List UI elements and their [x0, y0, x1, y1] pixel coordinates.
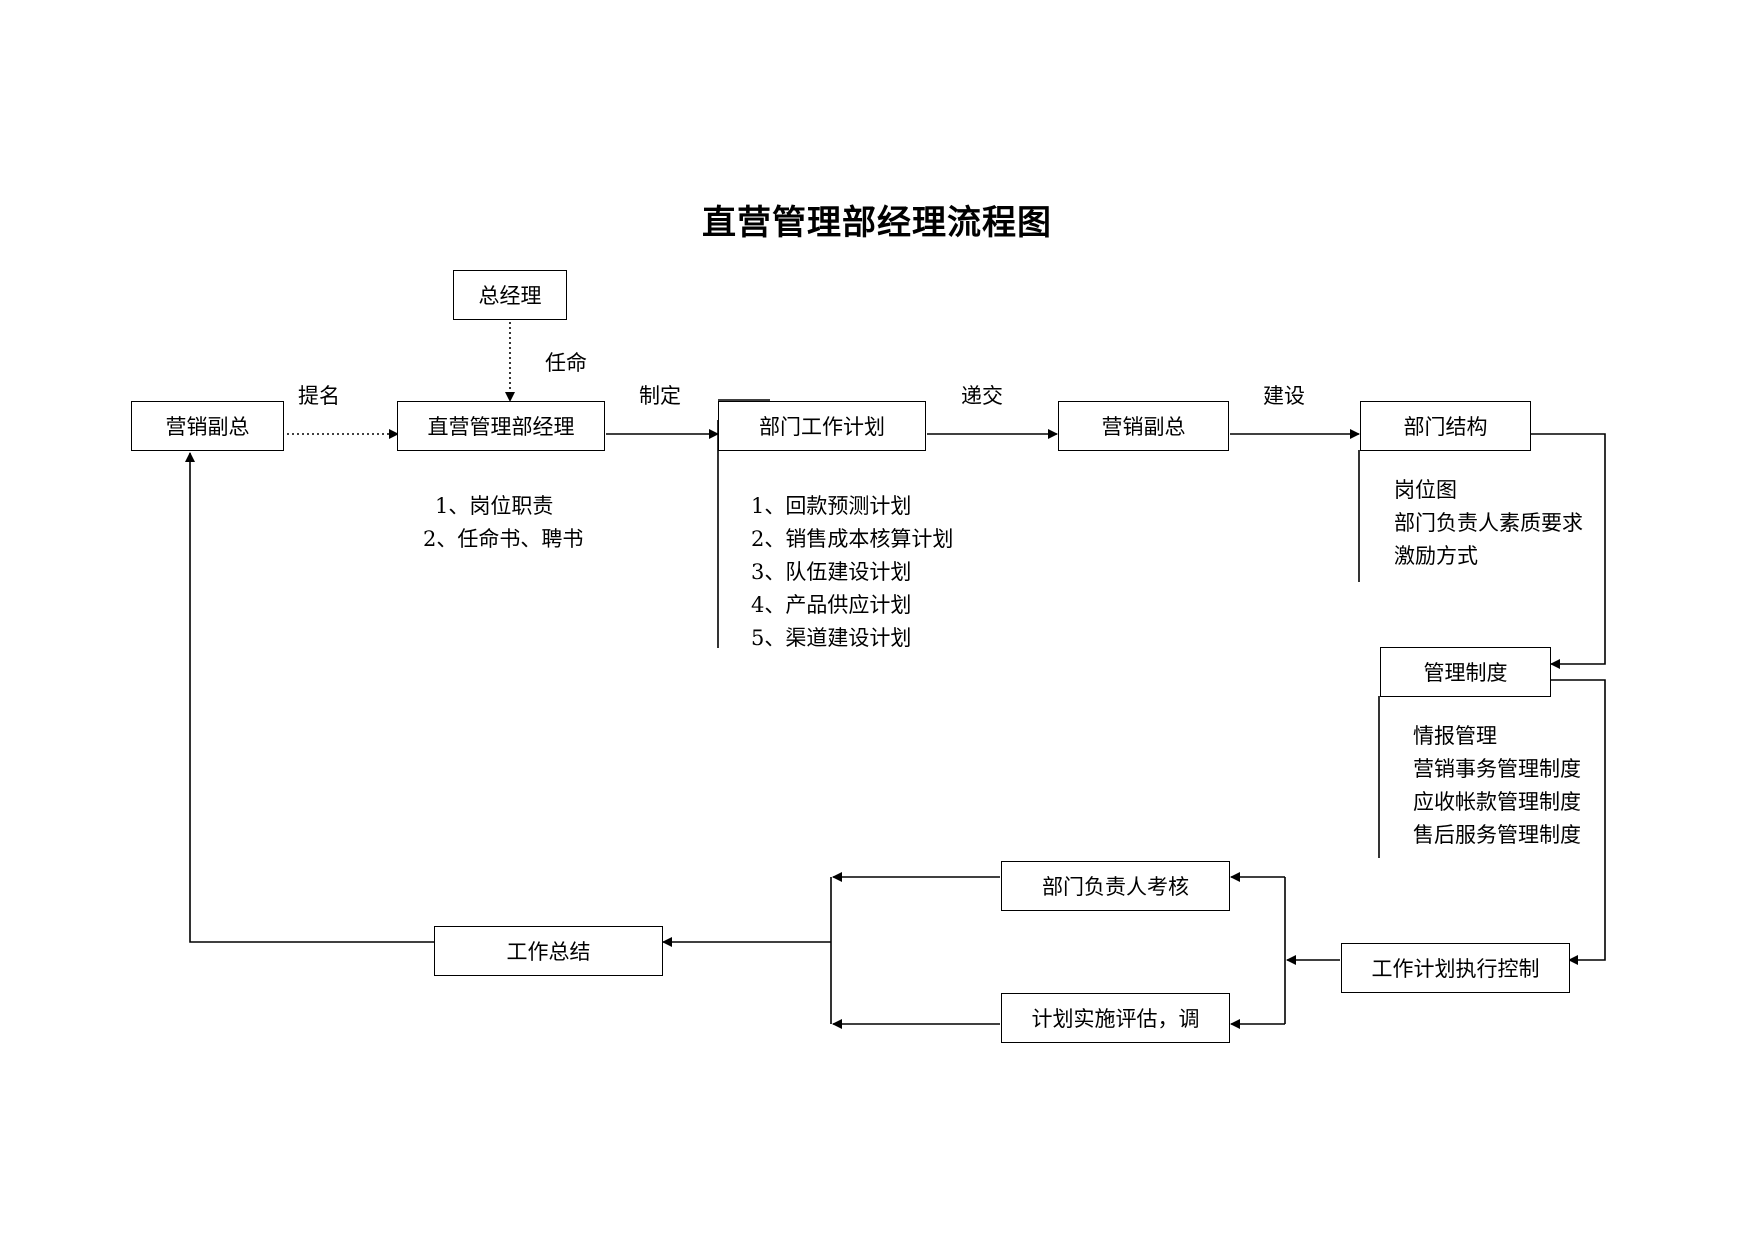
note-item: 1、回款预测计划 — [751, 494, 912, 518]
label-build: 建设 — [1263, 384, 1305, 408]
notes-direct-manager: 1、岗位职责 2、任命书、聘书 — [423, 490, 583, 556]
note-item: 岗位图 — [1394, 478, 1457, 502]
note-item: 3、队伍建设计划 — [751, 560, 912, 584]
edge-summary-to-vp — [185, 452, 434, 943]
note-item: 1、岗位职责 — [435, 494, 554, 518]
notes-work-plan: 1、回款预测计划 2、销售成本核算计划 3、队伍建设计划 4、产品供应计划 5、… — [751, 490, 953, 655]
node-work-plan: 部门工作计划 — [718, 401, 926, 451]
note-item: 应收帐款管理制度 — [1413, 790, 1581, 814]
note-item: 2、销售成本核算计划 — [751, 527, 954, 551]
label-formulate: 制定 — [639, 384, 681, 408]
label-appoint: 任命 — [545, 351, 587, 375]
page-title: 直营管理部经理流程图 — [702, 203, 1052, 243]
notes-dept-structure: 岗位图 部门负责人素质要求 激励方式 — [1394, 474, 1583, 573]
node-dept-structure: 部门结构 — [1360, 401, 1531, 451]
node-mgmt-system: 管理制度 — [1380, 647, 1551, 697]
note-item: 部门负责人素质要求 — [1394, 511, 1583, 535]
label-nominate: 提名 — [298, 384, 340, 408]
note-item: 2、任命书、聘书 — [423, 527, 584, 551]
edge-structure-to-system — [1530, 433, 1606, 669]
note-item: 售后服务管理制度 — [1413, 823, 1581, 847]
note-item: 营销事务管理制度 — [1413, 757, 1581, 781]
node-direct-manager: 直营管理部经理 — [397, 401, 605, 451]
node-general-manager: 总经理 — [453, 270, 567, 320]
node-vp-marketing-left: 营销副总 — [131, 401, 284, 451]
edge-system-to-exec — [1550, 679, 1606, 965]
node-work-summary: 工作总结 — [434, 926, 663, 976]
notes-mgmt-system: 情报管理 营销事务管理制度 应收帐款管理制度 售后服务管理制度 — [1413, 720, 1581, 852]
label-submit: 递交 — [961, 384, 1003, 408]
note-item: 4、产品供应计划 — [751, 593, 912, 617]
node-plan-evaluation: 计划实施评估，调 — [1001, 993, 1230, 1043]
node-head-assessment: 部门负责人考核 — [1001, 861, 1230, 911]
note-item: 情报管理 — [1413, 724, 1497, 748]
node-vp-marketing-mid: 营销副总 — [1058, 401, 1229, 451]
node-plan-exec-control: 工作计划执行控制 — [1341, 943, 1570, 993]
note-item: 激励方式 — [1394, 544, 1478, 568]
note-item: 5、渠道建设计划 — [751, 626, 912, 650]
